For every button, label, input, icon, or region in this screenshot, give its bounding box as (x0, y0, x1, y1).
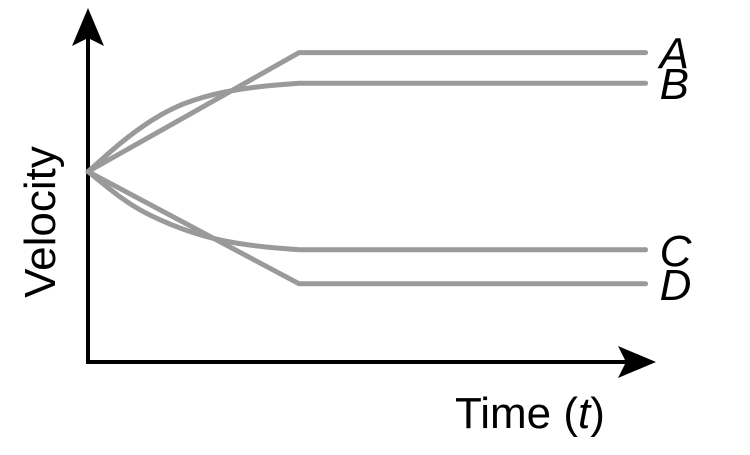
x-axis-title-prefix: Time ( (455, 389, 578, 438)
series-line-d (85, 169, 649, 287)
series-label-c: C (660, 227, 693, 276)
series-line-c (85, 169, 649, 253)
series-label-d: D (660, 261, 692, 310)
x-axis-arrow-icon (618, 346, 656, 378)
series-line-b (85, 80, 649, 175)
series-label-b: B (660, 60, 689, 109)
series-label-a: A (657, 30, 689, 79)
x-axis-title: Time (t) (455, 389, 605, 438)
series-layer: AB CD (85, 30, 693, 310)
y-axis-arrow-icon (72, 8, 104, 46)
y-axis-title: Velocity (16, 146, 65, 298)
x-axis-title-suffix: ) (590, 389, 605, 438)
x-axis-title-variable: t (578, 389, 592, 438)
series-line-a (85, 50, 649, 175)
